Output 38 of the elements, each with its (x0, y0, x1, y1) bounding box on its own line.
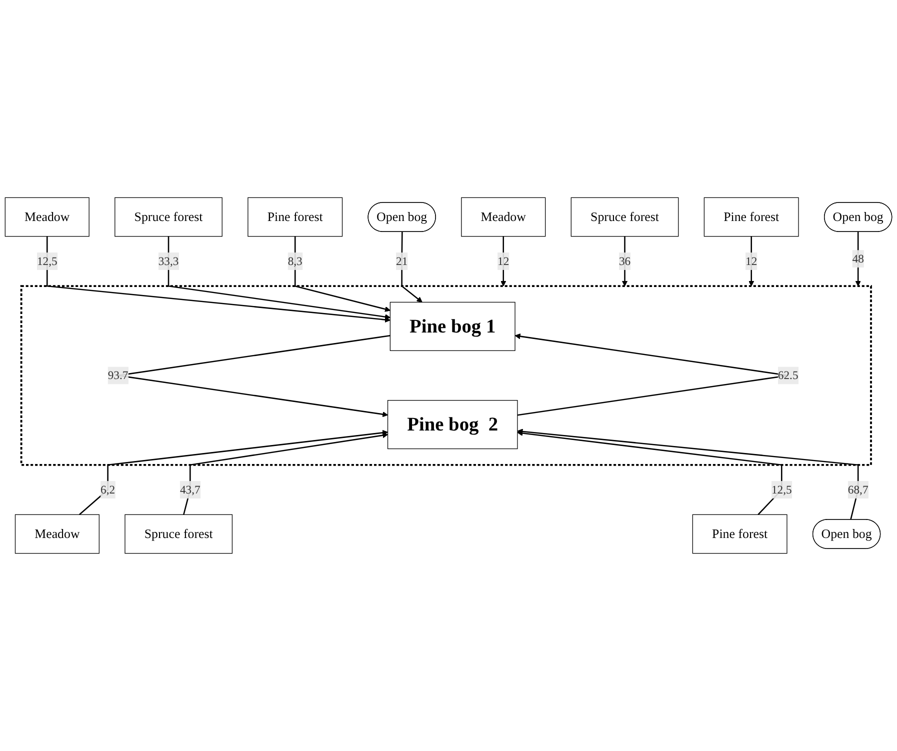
edge-label: 93.7 (108, 368, 128, 382)
edge-label: 8,3 (288, 254, 302, 268)
arrow (517, 430, 782, 516)
node-box (114, 197, 222, 237)
node-box (461, 197, 546, 237)
arrow (622, 236, 628, 286)
edge-label: 21 (396, 254, 408, 268)
node-box (14, 514, 100, 554)
node-box (704, 197, 799, 237)
node-box (248, 197, 343, 237)
arrow (168, 236, 390, 320)
arrow (78, 430, 388, 516)
edge-label: 62.5 (778, 368, 798, 382)
arrow (294, 236, 390, 312)
arrow (500, 236, 506, 286)
node-box (692, 514, 788, 554)
edge-label: 12 (498, 254, 510, 268)
edge-label: 68,7 (848, 482, 868, 496)
arrow (46, 236, 390, 323)
edge-label: 6,2 (100, 482, 116, 496)
node-box (387, 400, 518, 450)
node-box (4, 197, 90, 237)
arrow (748, 236, 754, 286)
node-box (570, 197, 679, 237)
node-box (124, 514, 233, 554)
edge-label: 36 (618, 254, 631, 268)
edge-label: 48 (852, 252, 864, 265)
arrow (183, 432, 388, 515)
cluster (20, 285, 872, 466)
edge-label: 33,3 (158, 254, 179, 268)
edge-label: 43,7 (180, 482, 200, 496)
edge-label: 12,5 (36, 254, 58, 268)
node-box (390, 302, 516, 351)
arrow (401, 232, 422, 302)
edge-label: 12 (746, 254, 758, 268)
edge-label: 12,5 (771, 482, 792, 496)
arrow (517, 428, 859, 520)
arrow (855, 232, 861, 286)
